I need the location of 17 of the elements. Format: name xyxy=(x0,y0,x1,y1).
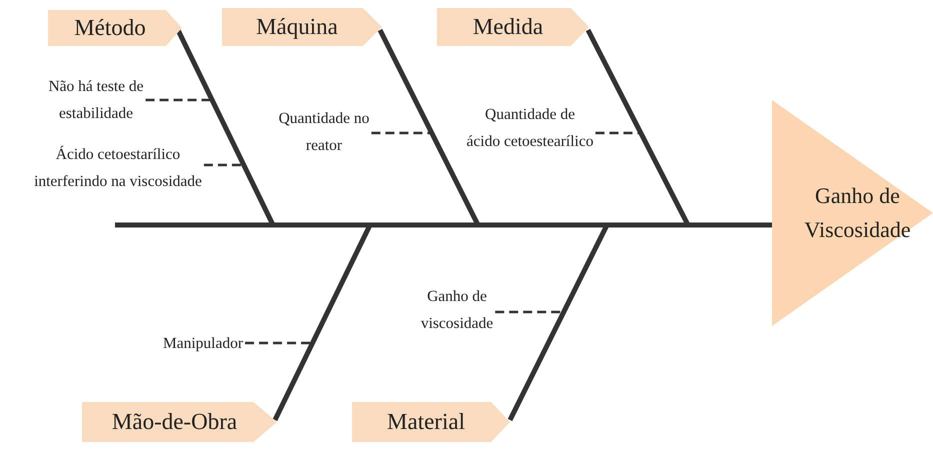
cause-text: Ácido cetoestarílico interferindo na viscosidade xyxy=(18,140,218,196)
cause-text: Não há teste de estabilidade xyxy=(20,72,172,128)
leader-line xyxy=(371,132,432,134)
leader-line xyxy=(204,164,244,166)
category-tag: Medida xyxy=(437,8,589,46)
leader-line xyxy=(245,342,312,344)
category-tag: Mão-de-Obra xyxy=(82,402,277,442)
cause-text: Ganho de viscosidade xyxy=(405,278,509,342)
category-tag: Máquina xyxy=(222,8,382,46)
cause-text: Quantidade no reator xyxy=(262,100,386,164)
leader-line xyxy=(146,98,212,102)
category-tag: Método xyxy=(48,10,182,46)
effect-head: Ganho de Viscosidade xyxy=(772,100,933,326)
category-tag: Material xyxy=(352,402,510,442)
leader-line xyxy=(595,132,640,134)
cause-text: Quantidade de ácido cetoestearílico xyxy=(455,100,605,156)
cause-text: Manipulador xyxy=(162,328,244,358)
